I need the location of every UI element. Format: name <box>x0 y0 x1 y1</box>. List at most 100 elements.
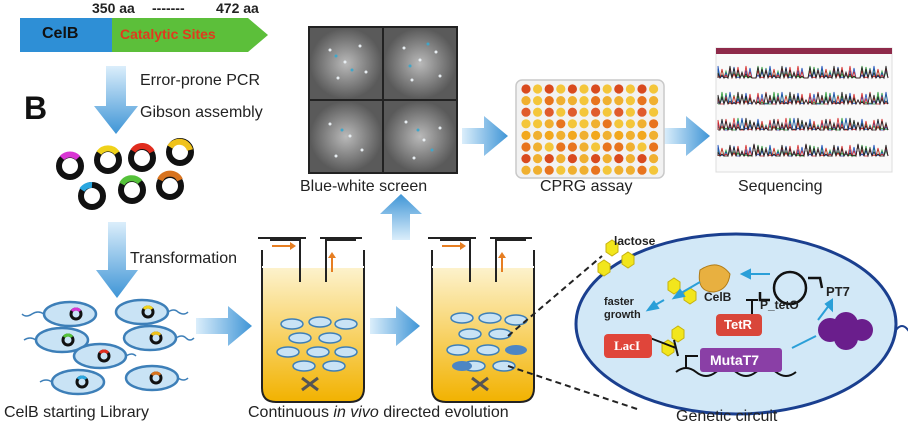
cprg-well <box>533 142 543 152</box>
celb-enzyme <box>698 264 731 293</box>
cprg-well <box>614 142 624 152</box>
laci-repression <box>649 337 679 357</box>
cprg-well <box>567 107 578 117</box>
cprg-well <box>544 107 554 117</box>
starting-library-flagella <box>21 309 195 383</box>
sequencing-chromatogram <box>715 47 893 173</box>
cprg-well <box>544 165 554 175</box>
cprg-well <box>556 96 566 106</box>
mutat7-protein <box>818 312 873 350</box>
genetic-circuit-label: Genetic circuit <box>676 408 778 425</box>
cprg-well <box>579 96 589 106</box>
right-arrow-1 <box>196 306 252 346</box>
tetr-box <box>716 314 762 336</box>
cprg-well <box>567 130 578 140</box>
cprg-well <box>602 165 612 175</box>
cprg-well <box>556 119 566 129</box>
domain-bar-shape <box>20 18 268 52</box>
library-plasmids <box>61 305 163 389</box>
panel-letter: B <box>24 90 48 126</box>
cprg-well <box>625 130 636 140</box>
plasmid-library <box>56 138 194 210</box>
cprg-well <box>614 165 624 175</box>
error-prone-pcr-label: Error-prone PCR <box>140 72 261 89</box>
cprg-well <box>625 165 636 175</box>
evolution-label-italic: in vivo <box>333 404 379 421</box>
cprg-well <box>625 154 636 164</box>
cprg-well <box>649 130 659 140</box>
cprg-well <box>637 130 647 140</box>
cprg-well <box>521 84 531 94</box>
cprg-well <box>649 119 659 129</box>
cprg-well <box>556 154 566 164</box>
evolution-label-suffix: directed evolution <box>378 404 509 421</box>
cprg-well <box>591 84 601 94</box>
cprg-well <box>533 130 543 140</box>
cprg-well <box>556 84 566 94</box>
transformation-label: Transformation <box>130 250 237 267</box>
evolution-label-prefix: Continuous <box>248 404 334 421</box>
cprg-well <box>556 142 566 152</box>
cprg-well <box>591 165 601 175</box>
cprg-well <box>521 130 531 140</box>
celb-label: CelB <box>704 290 732 304</box>
mutat7-arrow <box>791 335 817 349</box>
sequencing-trace <box>717 143 889 158</box>
catalytic-sites-label: Catalytic Sites <box>120 26 216 42</box>
laci-box <box>604 334 652 358</box>
cprg-well <box>521 165 531 175</box>
zoom-line-bottom <box>507 365 641 411</box>
cprg-well <box>614 154 624 164</box>
cprg-well <box>567 96 578 106</box>
faster-growth-label-2: growth <box>604 309 641 321</box>
cprg-well <box>649 96 659 106</box>
circuit-arrows <box>645 268 833 321</box>
cprg-well <box>521 119 531 129</box>
cprg-well <box>637 142 647 152</box>
lactose-label: lactose <box>614 234 656 248</box>
library-label: CelB starting Library <box>4 404 149 421</box>
cprg-well <box>614 96 624 106</box>
cprg-well <box>533 107 543 117</box>
cprg-well <box>544 142 554 152</box>
cprg-well <box>579 130 589 140</box>
start-aa-label: 350 aa <box>92 0 135 16</box>
end-aa-label: 472 aa <box>216 0 259 16</box>
tetr-label: TetR <box>724 317 752 332</box>
blue-white-screen-label: Blue-white screen <box>300 178 428 195</box>
gibson-assembly-label: Gibson assembly <box>140 104 263 121</box>
cprg-well <box>614 119 624 129</box>
cprg-well <box>556 165 566 175</box>
cprg-well <box>649 165 659 175</box>
domain-bar: CelB Catalytic Sites <box>20 18 268 52</box>
blue-white-screen-plates <box>308 26 458 174</box>
cprg-well <box>544 119 554 129</box>
cprg-well <box>591 119 601 129</box>
zoom-line-top <box>507 255 603 337</box>
lactose-molecules <box>597 239 697 357</box>
cprg-well <box>544 130 554 140</box>
cprg-well <box>625 142 636 152</box>
cprg-well <box>579 84 589 94</box>
cprg-well <box>602 130 612 140</box>
cprg-well <box>625 107 636 117</box>
starting-library-cells <box>34 298 180 396</box>
cprg-well <box>579 119 589 129</box>
cprg-well <box>533 119 543 129</box>
celb-domain-label: CelB <box>42 25 79 42</box>
mutat7-promoter <box>685 355 698 368</box>
cprg-well <box>579 107 589 117</box>
cprg-well <box>544 96 554 106</box>
cprg-well <box>602 119 612 129</box>
bioreactor-1 <box>258 237 365 403</box>
right-arrow-3 <box>462 116 508 156</box>
sequencing-trace <box>718 117 889 132</box>
cprg-well <box>533 154 543 164</box>
cprg-well <box>521 154 531 164</box>
cprg-well <box>556 107 566 117</box>
cprg-well <box>614 130 624 140</box>
down-arrow-1 <box>94 66 138 134</box>
cprg-well <box>533 96 543 106</box>
mutat7-label: MutaT7 <box>710 352 759 368</box>
sequencing-label: Sequencing <box>738 178 823 195</box>
